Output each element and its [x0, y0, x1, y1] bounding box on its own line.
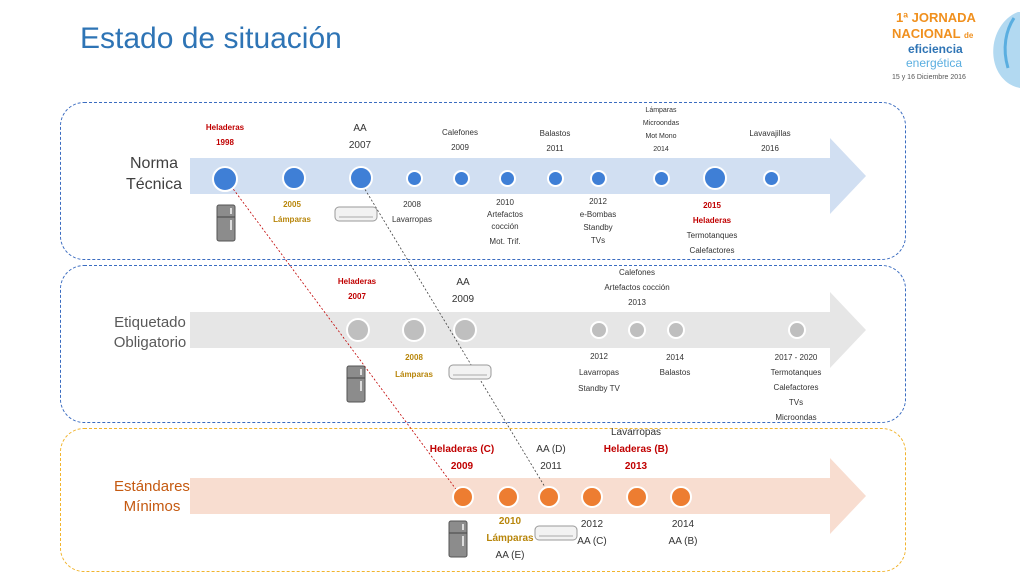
milestone-dot [626, 486, 648, 508]
estandares-label-aa-d-2011: AA (D)2011 [536, 444, 566, 472]
frame-norma-tecnica [60, 102, 906, 260]
logo-line-3: eficiencia [908, 42, 963, 56]
air-conditioner-icon [534, 525, 578, 541]
milestone-dot [406, 170, 423, 187]
milestone-dot [349, 166, 373, 190]
milestone-dot [538, 486, 560, 508]
milestone-dot [763, 170, 780, 187]
milestone-dot [212, 166, 238, 192]
fridge-icon [448, 520, 468, 558]
milestone-dot [590, 170, 607, 187]
milestone-dot [497, 486, 519, 508]
milestone-dot [581, 486, 603, 508]
milestone-dot [590, 321, 608, 339]
fridge-icon [346, 365, 366, 403]
timeline-arrow-estandares [190, 458, 866, 534]
milestone-dot [453, 318, 477, 342]
milestone-dot [402, 318, 426, 342]
frame-etiquetado [60, 265, 906, 423]
milestone-dot [453, 170, 470, 187]
milestone-dot [653, 170, 670, 187]
timeline-arrow-etiquetado [190, 292, 866, 368]
event-logo: 1ª JORNADA NACIONAL de eficiencia energé… [890, 8, 1020, 94]
milestone-dot [703, 166, 727, 190]
logo-line-4: energética [906, 56, 963, 70]
air-conditioner-icon [448, 364, 492, 380]
logo-line-2: NACIONAL de [892, 26, 974, 41]
milestone-dot [670, 486, 692, 508]
milestone-dot [628, 321, 646, 339]
timeline-arrow-norma [190, 138, 866, 214]
milestone-dot [788, 321, 806, 339]
milestone-dot [346, 318, 370, 342]
estandares-label-heladeras-c-2009: Heladeras (C)2009 [429, 444, 495, 472]
milestone-dot [499, 170, 516, 187]
page-title: Estado de situación [80, 22, 342, 55]
milestone-dot [282, 166, 306, 190]
logo-date: 15 y 16 Diciembre 2016 [892, 74, 966, 81]
frame-estandares [60, 428, 906, 572]
milestone-dot [547, 170, 564, 187]
air-conditioner-icon [334, 206, 378, 222]
fridge-icon [216, 204, 236, 242]
logo-line-1: 1ª JORNADA [896, 10, 976, 25]
milestone-dot [452, 486, 474, 508]
milestone-dot [667, 321, 685, 339]
